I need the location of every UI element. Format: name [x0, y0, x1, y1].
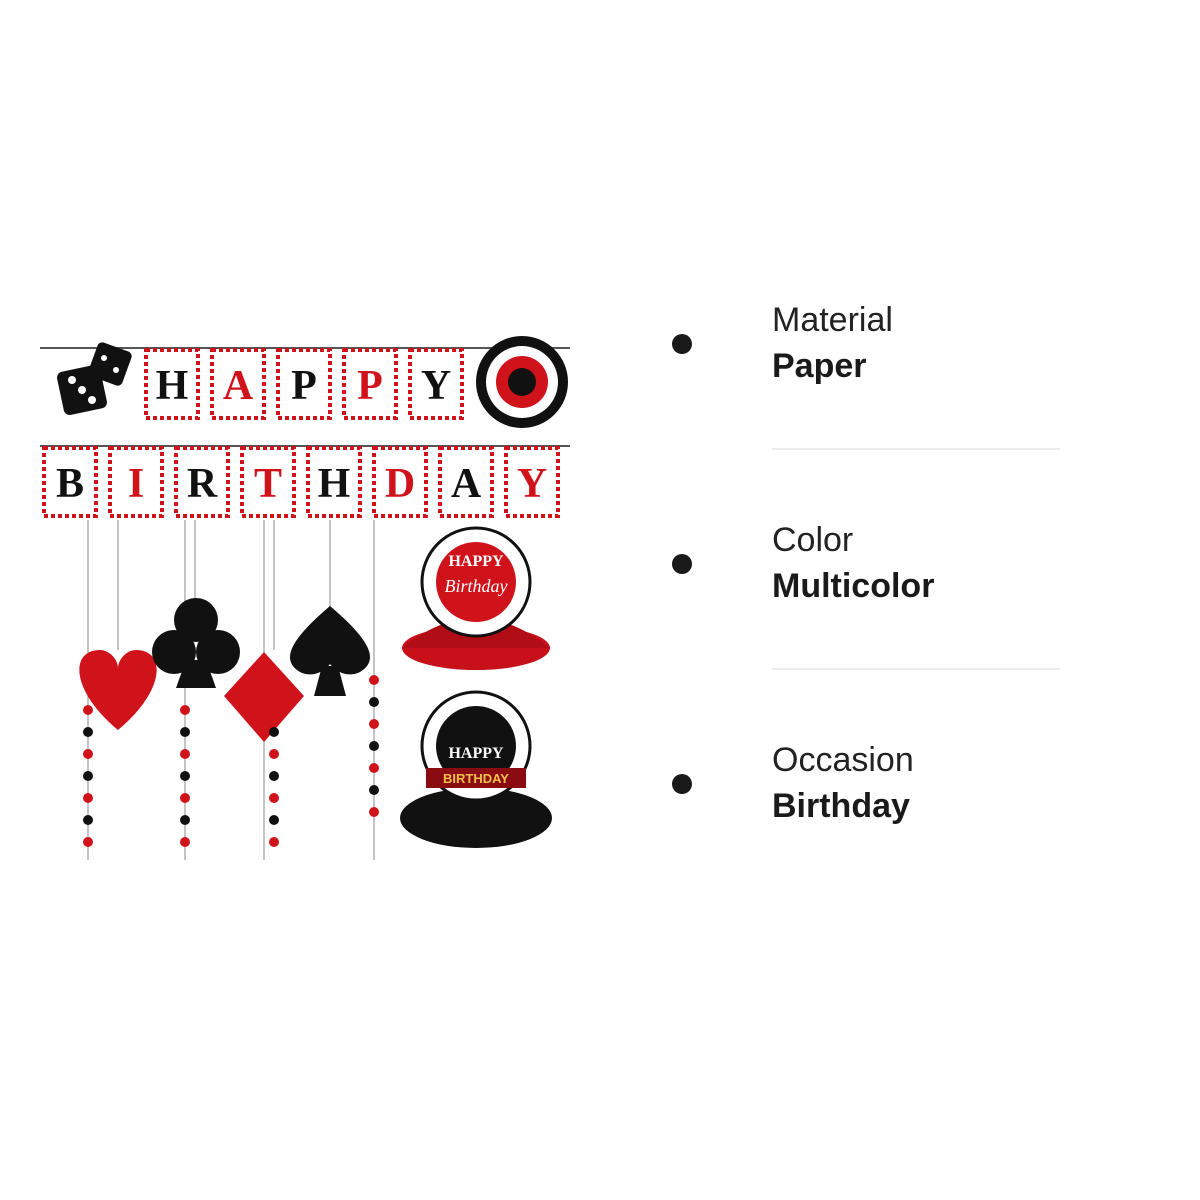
birthday-letter: T — [254, 461, 282, 507]
birthday-card: R — [174, 446, 230, 518]
suit-bead — [83, 815, 93, 825]
centerpiece-2-happy: HAPPY — [448, 745, 504, 762]
suit-bead — [369, 763, 379, 773]
birthday-letter: R — [187, 461, 218, 507]
suit-bead — [180, 749, 190, 759]
birthday-card: H — [306, 446, 362, 518]
spec-value: Multicolor — [772, 567, 935, 605]
suit-bead — [269, 793, 279, 803]
suit-bead — [369, 675, 379, 685]
divider — [772, 668, 1060, 670]
suit-bead — [269, 771, 279, 781]
spec-row-color: Color Multicolor — [660, 510, 1080, 670]
poker-chip-icon — [476, 336, 568, 428]
heart-honeycomb-icon — [79, 650, 157, 730]
birthday-letter: I — [128, 461, 144, 507]
diamond-honeycomb-icon — [224, 652, 304, 742]
suit-bead — [269, 749, 279, 759]
suit-garlands — [83, 675, 379, 847]
birthday-letter: H — [318, 461, 351, 507]
suit-bead — [369, 719, 379, 729]
divider — [772, 448, 1060, 450]
centerpiece-black: HAPPY BIRTHDAY — [400, 690, 552, 848]
happy-letter: A — [223, 363, 254, 409]
birthday-letter: Y — [517, 461, 547, 507]
suit-bead — [180, 815, 190, 825]
spec-row-material: Material Paper — [660, 290, 1080, 450]
happy-card: P — [342, 348, 398, 420]
bullet-icon — [672, 334, 692, 354]
dice-icon — [57, 342, 132, 415]
spec-label: Color — [772, 521, 854, 559]
centerpiece-2-birthday: BIRTHDAY — [443, 771, 509, 786]
suit-bead — [83, 837, 93, 847]
spec-label: Occasion — [772, 741, 914, 779]
happy-letter: P — [291, 363, 317, 409]
birthday-card: B — [42, 446, 98, 518]
product-specs: Material Paper Color Multicolor Occasion… — [660, 290, 1080, 890]
birthday-letter: D — [385, 461, 415, 507]
suit-bead — [369, 785, 379, 795]
happy-letter: Y — [421, 363, 451, 409]
happy-card: Y — [408, 348, 464, 420]
suit-bead — [83, 771, 93, 781]
bullet-icon — [672, 774, 692, 794]
suit-bead — [180, 727, 190, 737]
suit-bead — [269, 727, 279, 737]
suit-bead — [180, 837, 190, 847]
centerpiece-1-happy: HAPPY — [448, 553, 504, 570]
happy-card: A — [210, 348, 266, 420]
happy-card: H — [144, 348, 200, 420]
spec-value: Paper — [772, 347, 867, 385]
suit-bead — [83, 793, 93, 803]
happy-letter: H — [156, 363, 189, 409]
spec-row-occasion: Occasion Birthday — [660, 730, 1080, 890]
spec-value: Birthday — [772, 787, 910, 825]
bullet-icon — [672, 554, 692, 574]
suit-bead — [83, 705, 93, 715]
suit-bead — [180, 793, 190, 803]
suit-bead — [369, 807, 379, 817]
birthday-letter: B — [56, 461, 84, 507]
birthday-card: I — [108, 446, 164, 518]
birthday-card: T — [240, 446, 296, 518]
suit-bead — [180, 771, 190, 781]
birthday-card: Y — [504, 446, 560, 518]
centerpiece-1-birthday: Birthday — [445, 576, 508, 596]
suit-bead — [369, 697, 379, 707]
spec-label: Material — [772, 301, 893, 339]
suit-bead — [269, 705, 279, 715]
club-honeycomb-icon — [152, 598, 240, 688]
spade-honeycomb-icon — [290, 606, 370, 696]
birthday-card: A — [438, 446, 494, 518]
happy-letter: P — [357, 363, 383, 409]
birthday-card: D — [372, 446, 428, 518]
suit-bead — [269, 815, 279, 825]
centerpiece-red: HAPPY Birthday — [402, 526, 550, 670]
suit-bead — [83, 749, 93, 759]
suit-bead — [180, 705, 190, 715]
birthday-letter: A — [451, 461, 482, 507]
suit-bead — [369, 741, 379, 751]
suit-bead — [83, 727, 93, 737]
happy-card: P — [276, 348, 332, 420]
suit-bead — [269, 837, 279, 847]
